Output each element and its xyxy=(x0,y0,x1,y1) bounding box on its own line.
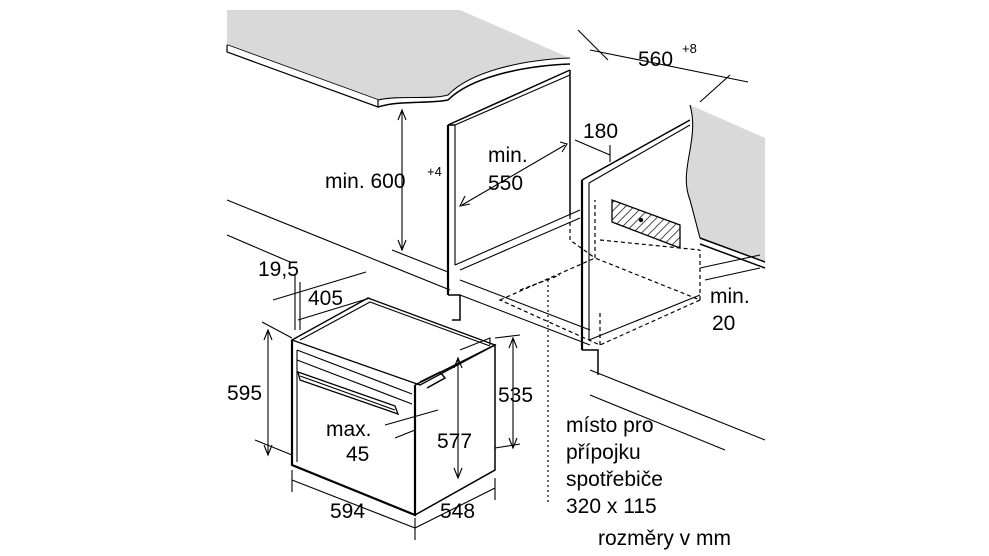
label-worktop-height: min. 600 xyxy=(325,170,406,193)
label-niche-width: 560 xyxy=(638,48,673,71)
label-niche-width-tolerance: +8 xyxy=(682,41,697,56)
connection-box xyxy=(611,199,681,249)
label-appliance-width: 594 xyxy=(330,500,365,523)
units-note: rozměry v mm xyxy=(598,527,731,550)
label-appliance-depth: 548 xyxy=(440,500,475,523)
worktop-left xyxy=(226,10,571,108)
note-line-3: spotřebiče xyxy=(566,468,663,491)
label-door-gap-value: 45 xyxy=(346,443,369,466)
label-ventilation-prefix: min. xyxy=(710,285,750,308)
note-line-4: 320 x 115 xyxy=(566,495,657,518)
label-rear-gap: 180 xyxy=(583,120,618,143)
label-body-height: 577 xyxy=(437,430,472,453)
label-side-offset: 19,5 xyxy=(258,258,299,281)
label-top-depth: 405 xyxy=(308,287,343,310)
label-ventilation-value: 20 xyxy=(712,312,735,335)
cabinet-niche xyxy=(446,69,701,375)
dimension-labels: min. 600 +4 min. 550 560 +8 180 min. 20 … xyxy=(227,41,750,523)
niche-dashed-outline xyxy=(498,200,702,505)
oven-appliance xyxy=(290,297,497,517)
note-line-2: přípojku xyxy=(566,441,641,464)
dimension-lines xyxy=(254,29,761,540)
label-worktop-height-tolerance: +4 xyxy=(427,164,442,179)
note-line-1: místo pro xyxy=(566,414,654,437)
floor-lines xyxy=(226,199,766,451)
label-niche-depth-prefix: min. xyxy=(488,144,528,167)
connection-note: místo pro přípojku spotřebiče 320 x 115 xyxy=(566,414,663,518)
label-niche-depth-value: 550 xyxy=(488,172,523,195)
label-appliance-height: 595 xyxy=(227,382,262,405)
worktop-right xyxy=(685,104,766,269)
label-door-gap-prefix: max. xyxy=(326,418,372,441)
label-niche-height: 535 xyxy=(498,384,533,407)
